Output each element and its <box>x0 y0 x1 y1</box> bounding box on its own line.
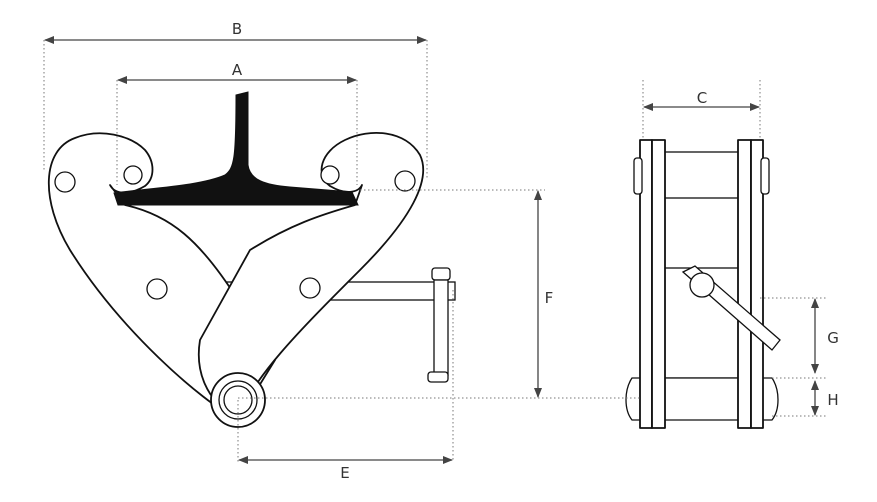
pin <box>123 165 143 185</box>
pin <box>54 171 76 193</box>
label-b: B <box>232 20 242 38</box>
label-h: H <box>827 391 838 409</box>
label-e: E <box>340 464 349 482</box>
right-jaw <box>197 131 425 421</box>
pin <box>320 165 340 185</box>
label-a: A <box>232 61 243 79</box>
pin <box>299 277 321 299</box>
top-crossbar <box>659 151 743 199</box>
label-f: F <box>545 289 554 307</box>
label-c: C <box>697 89 707 107</box>
pin <box>394 170 416 192</box>
side-screw-knob <box>689 272 715 298</box>
left-plate-inner <box>651 139 666 429</box>
i-beam <box>113 91 359 206</box>
right-plate-inner <box>737 139 752 429</box>
left-nut <box>633 157 643 195</box>
front-view <box>47 91 456 428</box>
side-view <box>625 139 781 429</box>
screw-tip <box>427 371 449 383</box>
dimension-arrows <box>44 36 819 464</box>
pin <box>146 278 168 300</box>
right-plate-outer <box>750 139 764 429</box>
screw-head <box>431 267 451 281</box>
label-g: G <box>827 329 839 347</box>
right-nut <box>760 157 770 195</box>
screw-shaft <box>433 279 449 376</box>
